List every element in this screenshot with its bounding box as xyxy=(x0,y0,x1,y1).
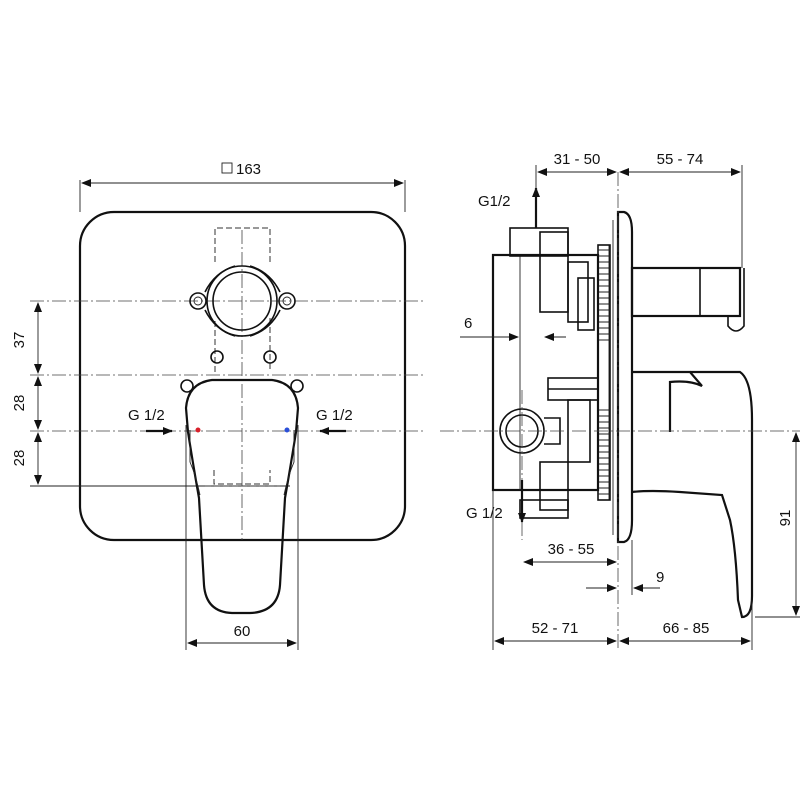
outlet-bottom-label: G 1/2 xyxy=(466,505,503,522)
hidden-valve-body xyxy=(214,227,271,262)
bolt-hole xyxy=(290,379,304,393)
dim-6-label: 6 xyxy=(464,315,472,332)
side-view: G1/2 G 1/2 31 - 50 55 - 74 6 36 - 55 9 5… xyxy=(440,151,800,650)
cover-plate xyxy=(78,210,407,542)
dim-163-label: 163 xyxy=(236,161,261,178)
dim-52-71-label: 52 - 71 xyxy=(532,620,579,637)
dim-91-label: 91 xyxy=(777,510,794,527)
dim-55-74-label: 55 - 74 xyxy=(657,151,704,168)
dim-28-upper-label: 28 xyxy=(11,395,28,412)
bolt-hole xyxy=(263,350,277,364)
dim-60-label: 60 xyxy=(234,623,251,640)
bolt-hole xyxy=(210,350,224,364)
spout-outlet xyxy=(630,266,745,332)
inlet-right-label: G 1/2 xyxy=(316,407,353,424)
threaded-sleeve xyxy=(597,244,611,501)
square-symbol xyxy=(221,162,233,174)
inlet-left-label: G 1/2 xyxy=(128,407,165,424)
dim-9-label: 9 xyxy=(656,569,664,586)
dim-28-lower-label: 28 xyxy=(11,450,28,467)
side-cover-plate xyxy=(616,210,634,544)
dim-36-55-label: 36 - 55 xyxy=(548,541,595,558)
hot-marker xyxy=(195,427,201,433)
valve-box xyxy=(491,253,600,492)
bolt-hole xyxy=(180,379,194,393)
dim-37-label: 37 xyxy=(11,332,28,349)
front-view: 163 37 28 28 G 1/2 G 1/2 60 xyxy=(11,161,425,650)
side-lever xyxy=(631,370,754,619)
cold-marker xyxy=(284,427,290,433)
lever-handle xyxy=(184,378,300,615)
dim-66-85-label: 66 - 85 xyxy=(663,620,710,637)
dim-31-50-label: 31 - 50 xyxy=(554,151,601,168)
outlet-top-label: G1/2 xyxy=(478,193,511,210)
diverter-opening xyxy=(189,265,296,337)
